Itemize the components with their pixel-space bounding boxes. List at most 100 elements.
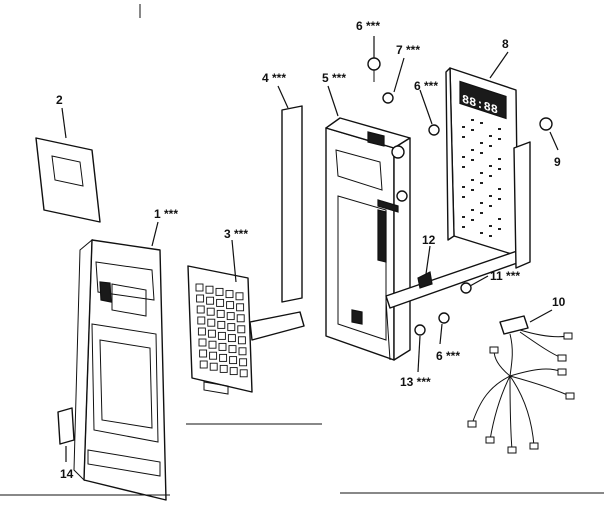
keypad-key <box>196 305 205 314</box>
pcb-component <box>480 142 483 144</box>
pcb-component <box>462 166 465 168</box>
callout-6-right: 6 *** <box>414 79 438 93</box>
callout-5: 5 *** <box>322 71 346 85</box>
keypad-key <box>237 325 246 334</box>
keypad-key <box>236 314 245 323</box>
part-8-pcb-display-board: 88:88 <box>445 67 519 257</box>
harness-terminal <box>565 392 575 400</box>
pcb-component <box>489 165 492 167</box>
keypad-key <box>237 336 246 345</box>
keypad-key <box>207 318 216 327</box>
callout-1: 1 *** <box>154 207 178 221</box>
keypad-key <box>208 340 217 349</box>
pcb-component <box>498 198 501 200</box>
pcb-component <box>480 212 483 214</box>
harness-terminal <box>485 436 495 444</box>
keypad-key <box>197 327 206 336</box>
pcb-component <box>498 168 501 170</box>
harness-terminal <box>563 332 573 340</box>
keypad-ribbon-cable <box>249 311 305 341</box>
screw-6-bottom <box>438 312 450 324</box>
keypad-key <box>226 301 235 310</box>
pcb-component <box>480 172 483 174</box>
screw-7 <box>382 92 394 104</box>
mounting-bracket <box>385 141 531 361</box>
pcb-component <box>462 126 465 128</box>
pcb-component <box>480 202 483 204</box>
pcb-component <box>471 149 474 151</box>
keypad-key <box>195 283 204 292</box>
pcb-component <box>489 145 492 147</box>
keypad-key <box>199 349 208 358</box>
pcb-component <box>462 196 465 198</box>
callout-2: 2 <box>56 93 63 107</box>
keypad-key <box>216 309 225 318</box>
keypad-key <box>199 360 208 369</box>
led-display <box>459 80 507 120</box>
keypad-key <box>226 312 235 321</box>
pcb-component <box>471 159 474 161</box>
pcb-component <box>480 182 483 184</box>
screw-6-right <box>428 124 440 136</box>
leader-lines <box>61 36 559 462</box>
pcb-component <box>471 119 474 121</box>
screw-11 <box>460 282 472 294</box>
part-14-tab <box>57 407 75 445</box>
pcb-component <box>471 179 474 181</box>
keypad-key <box>239 369 248 378</box>
keypad-key <box>227 323 236 332</box>
callout-6-top: 6 *** <box>356 19 380 33</box>
keypad-key <box>228 345 237 354</box>
keypad-key <box>236 303 245 312</box>
keypad-key <box>215 287 224 296</box>
keypad-key <box>239 358 248 367</box>
pcb-component <box>489 195 492 197</box>
keypad-key <box>205 285 214 294</box>
callout-6-bottom: 6 *** <box>436 349 460 363</box>
screw-6-top <box>367 57 381 71</box>
keypad-key <box>219 353 228 362</box>
pcb-component <box>480 232 483 234</box>
part-2-label-plate <box>35 137 101 223</box>
harness-terminals <box>467 332 575 454</box>
pcb-component <box>471 209 474 211</box>
screws <box>367 57 553 336</box>
screw-9 <box>539 117 553 131</box>
pcb-component <box>498 228 501 230</box>
part-4-strip <box>281 105 303 303</box>
keypad-grid <box>195 283 248 378</box>
harness-terminal <box>557 368 567 376</box>
keypad-key <box>238 347 247 356</box>
pcb-component <box>462 156 465 158</box>
keypad-key <box>196 294 205 303</box>
keypad-key <box>219 364 228 373</box>
pcb-component <box>498 188 501 190</box>
callout-9: 9 <box>554 155 561 169</box>
keypad-key <box>198 338 207 347</box>
part-5-control-housing <box>325 117 411 361</box>
keypad-key <box>225 290 234 299</box>
pcb-component <box>471 129 474 131</box>
pcb-component <box>471 219 474 221</box>
pcb-components <box>462 119 501 237</box>
part-1-control-panel-frame <box>73 238 167 501</box>
pcb-component <box>489 225 492 227</box>
pcb-component <box>462 216 465 218</box>
pcb-component <box>489 175 492 177</box>
harness-terminal <box>467 420 477 428</box>
pcb-component <box>462 136 465 138</box>
callout-12: 12 <box>422 233 436 247</box>
callout-4: 4 *** <box>262 71 286 85</box>
pcb-component <box>489 135 492 137</box>
callout-8: 8 <box>502 37 509 51</box>
harness-terminal <box>557 354 567 362</box>
keypad-key <box>217 320 226 329</box>
pcb-component <box>498 138 501 140</box>
pcb-component <box>498 158 501 160</box>
pcb-component <box>462 186 465 188</box>
pcb-component <box>489 205 492 207</box>
keypad-key <box>209 351 218 360</box>
pcb-component <box>489 235 492 237</box>
